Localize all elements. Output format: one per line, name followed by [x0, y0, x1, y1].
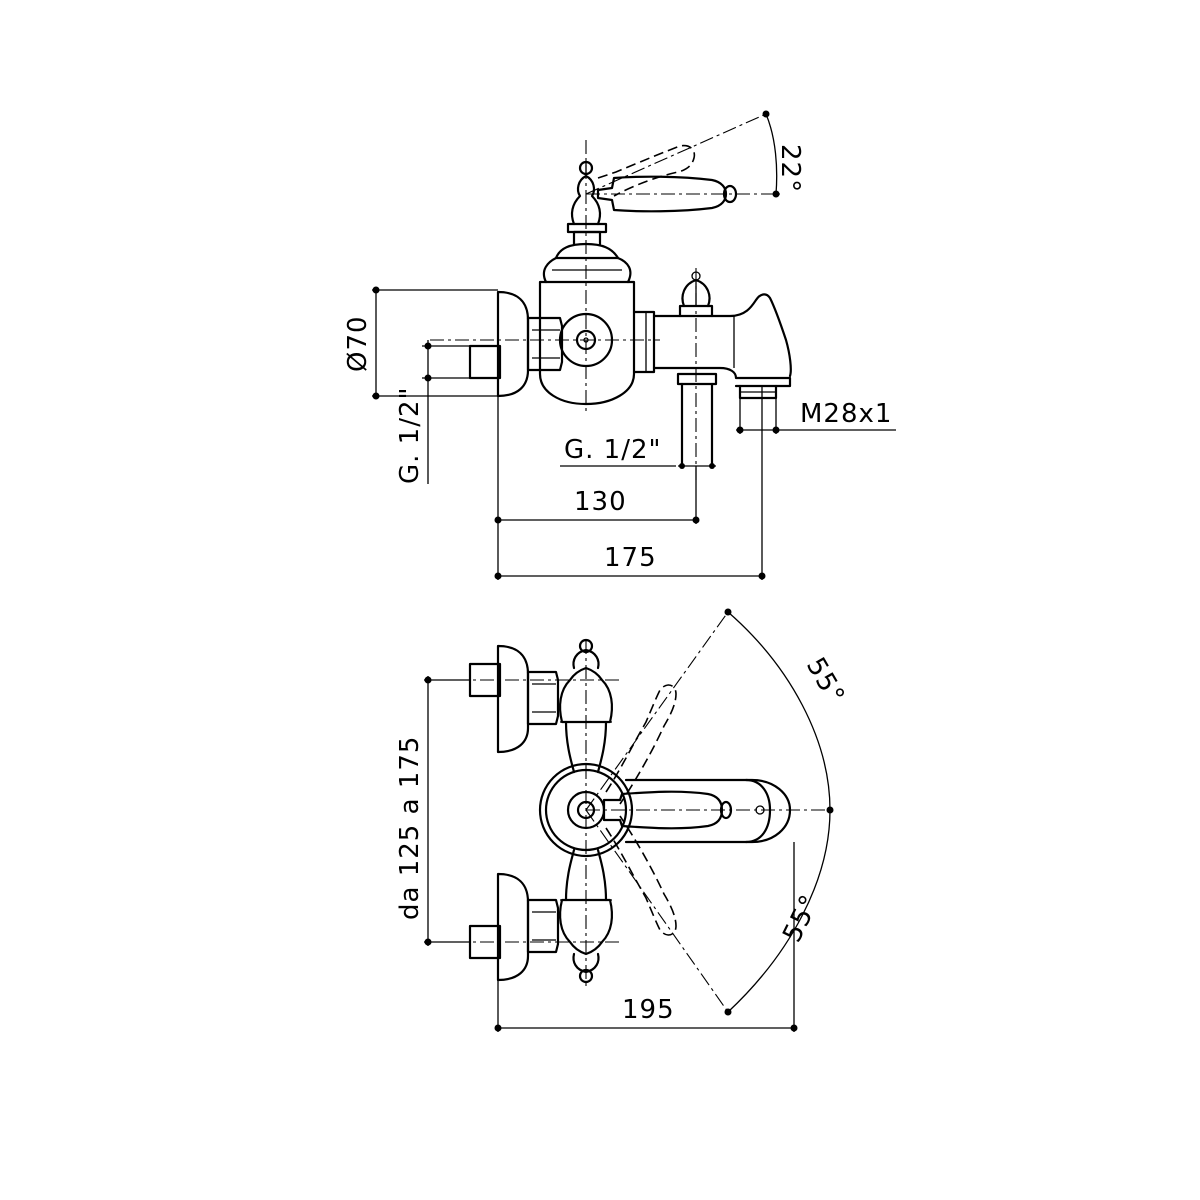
diameter-label: Ø70 — [343, 315, 373, 372]
centers-range-label: da 125 a 175 — [395, 736, 425, 920]
inlet-thread-left-label: G. 1/2" — [395, 387, 425, 484]
outlet-thread-label: M28x1 — [800, 399, 892, 429]
swing-angle-lower-label: 55° — [777, 890, 825, 947]
plan-view: 55° 55° da 125 a 175 195 — [395, 608, 851, 1032]
top-angle-label: 22° — [775, 144, 805, 193]
width-175-label: 175 — [604, 543, 657, 573]
swing-angle-upper-label: 55° — [800, 653, 851, 711]
width-130-label: 130 — [574, 487, 627, 517]
inlet-thread-bottom-label: G. 1/2" — [564, 435, 661, 465]
width-195-label: 195 — [622, 995, 675, 1025]
side-view: 22° Ø70 — [343, 110, 896, 580]
